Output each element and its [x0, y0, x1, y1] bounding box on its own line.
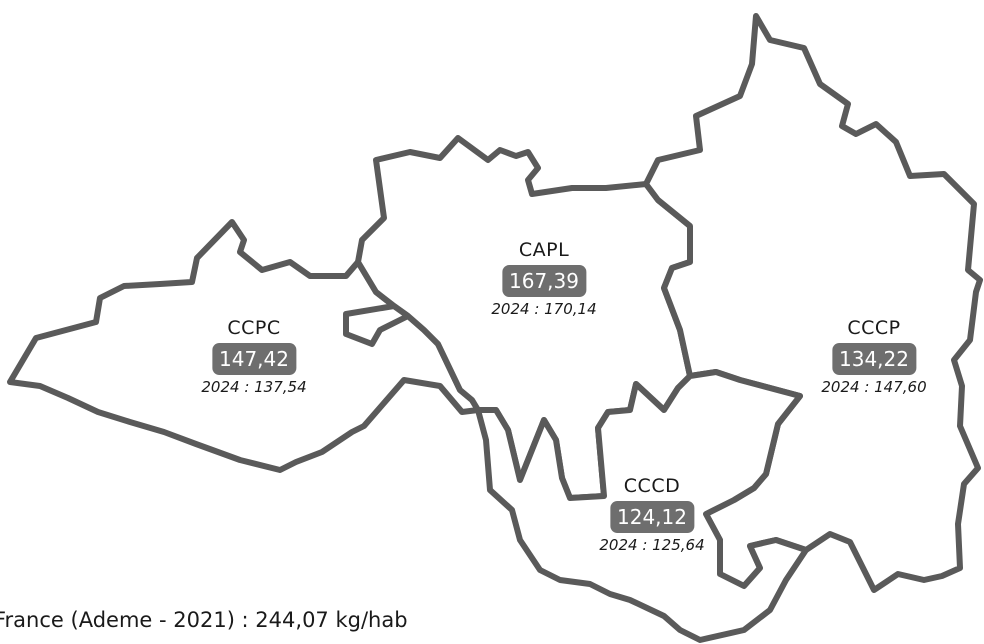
region-value-badge-cccd: 124,12 [610, 501, 694, 533]
region-value-badge-capl: 167,39 [502, 265, 586, 297]
region-prior-value-ccpc: 2024 : 137,54 [201, 378, 307, 396]
region-value-badge-cccp: 134,22 [832, 343, 916, 375]
national-reference-footnote: France (Ademe - 2021) : 244,07 kg/hab [0, 608, 408, 632]
region-name-cccp: CCCP [847, 317, 901, 339]
region-value-badge-ccpc: 147,42 [212, 343, 296, 375]
region-prior-value-capl: 2024 : 170,14 [491, 300, 597, 318]
region-prior-value-cccp: 2024 : 147,60 [821, 378, 927, 396]
region-label-cccd: CCCD 124,12 2024 : 125,64 [599, 474, 704, 555]
region-label-ccpc: CCPC 147,42 2024 : 137,54 [201, 316, 306, 397]
region-label-capl: CAPL 167,39 2024 : 170,14 [491, 238, 596, 319]
region-label-cccp: CCCP 134,22 2024 : 147,60 [821, 316, 926, 397]
region-prior-value-cccd: 2024 : 125,64 [599, 536, 705, 554]
region-name-ccpc: CCPC [227, 317, 281, 339]
region-name-capl: CAPL [518, 239, 570, 261]
region-name-cccd: CCCD [623, 475, 681, 497]
